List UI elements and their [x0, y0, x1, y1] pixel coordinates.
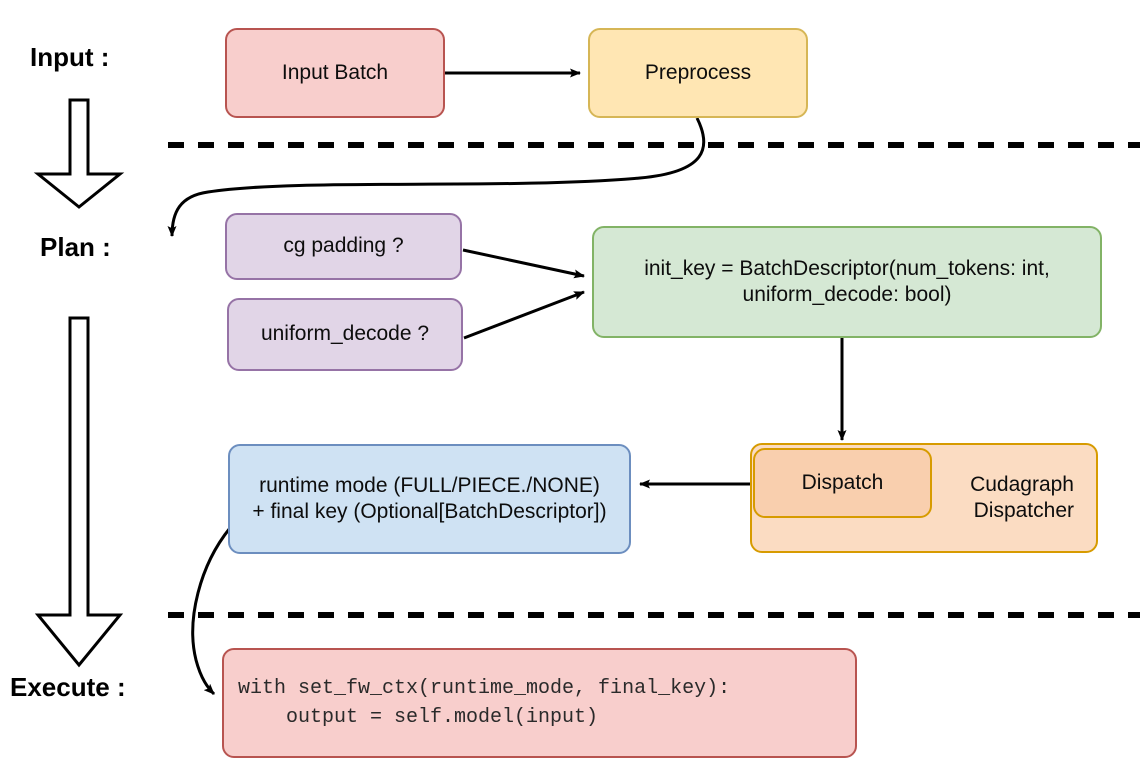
node-uniform-decode[interactable]: uniform_decode ? [227, 298, 463, 371]
node-execute-code-line2: output = self.model(input) [238, 706, 599, 729]
node-dispatch[interactable]: Dispatch [753, 448, 932, 518]
node-runtime-mode[interactable]: runtime mode (FULL/PIECE./NONE) + final … [228, 444, 631, 554]
node-uniform-decode-label: uniform_decode ? [260, 322, 430, 346]
node-runtime-mode-label-line1: runtime mode (FULL/PIECE./NONE) [259, 473, 600, 497]
stage-label-plan: Plan : [40, 232, 111, 262]
node-input-batch-label: Input Batch [281, 60, 389, 84]
stage-arrow-input-to-plan [33, 98, 125, 209]
node-input-batch[interactable]: Input Batch [225, 28, 445, 118]
node-cg-padding[interactable]: cg padding ? [225, 213, 462, 280]
conn-cg-padding-to-init-key [462, 248, 585, 279]
node-preprocess[interactable]: Preprocess [588, 28, 808, 118]
stage-arrow-plan-to-execute [34, 316, 124, 668]
node-preprocess-label: Preprocess [644, 60, 752, 84]
node-init-key-label-line2: uniform_decode: bool) [742, 283, 952, 306]
conn-uniform-decode-to-init-key [463, 290, 585, 340]
node-cg-padding-label: cg padding ? [283, 234, 404, 258]
node-init-key[interactable]: init_key = BatchDescriptor(num_tokens: i… [592, 226, 1102, 338]
stage-label-input: Input : [30, 42, 110, 72]
node-init-key-label-line1: init_key = BatchDescriptor(num_tokens: i… [644, 256, 1050, 280]
stage-label-execute: Execute : [10, 672, 126, 702]
node-execute-code-line1: with set_fw_ctx(runtime_mode, final_key)… [238, 677, 731, 700]
node-dispatch-label: Dispatch [801, 470, 884, 494]
node-runtime-mode-label-line2: + final key (Optional[BatchDescriptor]) [252, 500, 607, 523]
node-execute-code[interactable]: with set_fw_ctx(runtime_mode, final_key)… [222, 648, 857, 758]
node-cudagraph-dispatcher-label-line2: Dispatcher [973, 499, 1074, 522]
node-cudagraph-dispatcher-label-line1: Cudagraph [970, 472, 1074, 496]
